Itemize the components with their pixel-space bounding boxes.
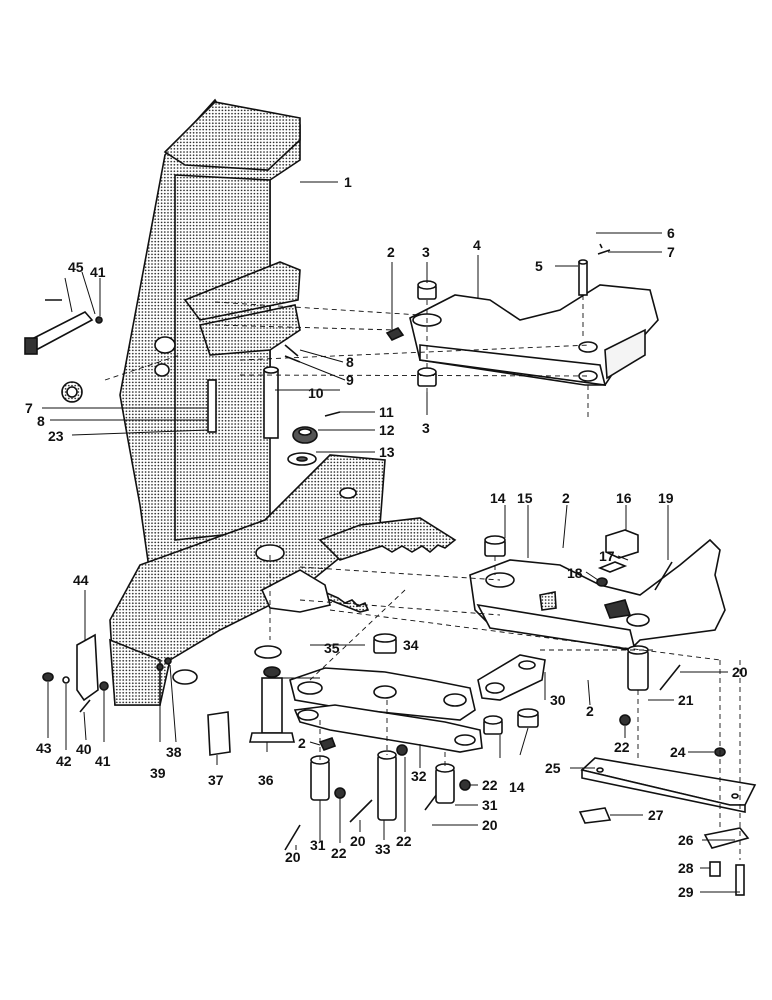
callout-3: 3 [422,244,430,260]
base-plate [578,757,757,849]
callout-27: 27 [648,807,664,823]
callout-20-left: 20 [285,849,301,865]
callout-5: 5 [535,258,543,274]
callout-4: 4 [473,237,481,253]
callout-20-b: 20 [350,833,366,849]
callout-38: 38 [166,744,182,760]
callout-44: 44 [73,572,89,588]
callout-3-lower: 3 [422,420,430,436]
callout-16: 16 [616,490,632,506]
callout-45: 45 [68,259,84,275]
callout-34: 34 [403,637,419,653]
callout-19: 19 [658,490,674,506]
callout-15: 15 [517,490,533,506]
callout-6: 6 [667,225,675,241]
callout-12: 12 [379,422,395,438]
callout-18: 18 [567,565,583,581]
callout-7-left: 7 [25,400,33,416]
callout-22-c: 22 [331,845,347,861]
callout-9: 9 [346,372,354,388]
lower-clamp-arm [469,538,726,651]
callout-2: 2 [387,244,395,260]
callout-40: 40 [76,741,92,757]
callout-25: 25 [545,760,561,776]
callout-23: 23 [48,428,64,444]
callout-36: 36 [258,772,274,788]
callout-42: 42 [56,753,72,769]
link-plates [289,654,546,753]
callout-41-lower: 41 [95,753,111,769]
callout-21: 21 [678,692,694,708]
callout-20-right: 20 [732,664,748,680]
callout-13: 13 [379,444,395,460]
callout-2-lower: 2 [298,735,306,751]
callout-32: 32 [411,768,427,784]
callout-14: 14 [490,490,506,506]
pins-and-bushings [24,243,745,896]
callout-30: 30 [550,692,566,708]
callout-35: 35 [324,640,340,656]
callout-22-b: 22 [396,833,412,849]
callout-31-right: 31 [482,797,498,813]
callout-33: 33 [375,841,391,857]
callout-8-left: 8 [37,413,45,429]
callout-31-left: 31 [310,837,326,853]
callout-22-a: 22 [482,777,498,793]
leader-lines [42,181,740,893]
callout-11: 11 [379,404,394,420]
callout-41: 41 [90,264,106,280]
callout-17: 17 [599,548,615,564]
main-frame [61,98,457,706]
callout-10: 10 [308,385,324,401]
callout-2-right: 2 [586,703,594,719]
callout-39: 39 [150,765,166,781]
callout-28: 28 [678,860,694,876]
callout-labels: 1 2 3 4 5 6 7 8 9 10 11 12 13 3 45 41 7 … [25,174,748,900]
callout-43: 43 [36,740,52,756]
callout-22-right: 22 [614,739,630,755]
callout-1: 1 [344,174,352,190]
callout-2-mid: 2 [562,490,570,506]
callout-29: 29 [678,884,694,900]
callout-20-c: 20 [482,817,498,833]
assembly-lines [104,295,741,860]
callout-26: 26 [678,832,694,848]
callout-14-lower: 14 [509,779,525,795]
callout-8: 8 [346,354,354,370]
callout-7: 7 [667,244,675,260]
callout-24: 24 [670,744,686,760]
callout-37: 37 [208,772,224,788]
upper-clamp-arm [409,284,659,386]
